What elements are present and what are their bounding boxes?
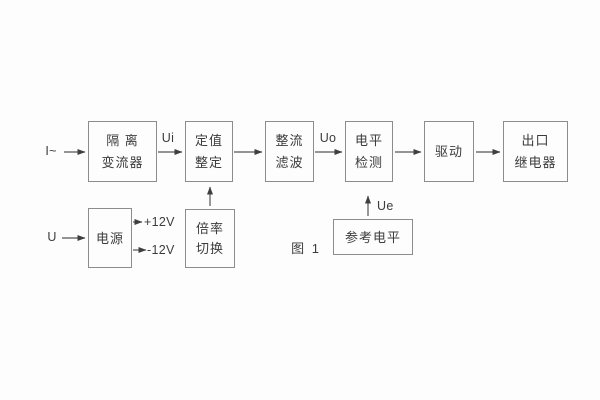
block-driver: 驱动 [424, 121, 474, 182]
voltage-input-label: U [47, 230, 57, 244]
signal-ui-label: Ui [161, 131, 175, 145]
block-level-detect: 电平 检测 [345, 121, 393, 182]
block-label: 整流 [275, 133, 304, 149]
block-label: 切换 [195, 241, 224, 257]
plus-12v-label: +12V [144, 215, 175, 229]
block-setting-adjust: 定值 整定 [185, 121, 233, 182]
block-label: 检测 [354, 154, 383, 170]
minus-12v-label: -12V [147, 243, 175, 257]
block-label: 出口 [521, 133, 550, 149]
block-output-relay: 出口 继电器 [503, 121, 568, 182]
block-label: 倍率 [195, 220, 224, 236]
block-isolation-transformer: 隔 离 变流器 [88, 121, 157, 182]
block-power-supply: 电源 [88, 208, 132, 268]
current-input-label: I~ [45, 144, 57, 158]
block-ratio-switch: 倍率 切换 [185, 209, 235, 268]
block-rectifier-filter: 整流 滤波 [265, 121, 314, 182]
block-label: 定值 [194, 133, 223, 149]
block-label: 隔 离 [106, 133, 139, 149]
block-label: 继电器 [514, 154, 557, 170]
signal-ue-label: Ue [377, 199, 394, 213]
signal-uo-label: Uo [319, 131, 337, 145]
block-label: 变流器 [101, 154, 144, 170]
block-label: 电源 [95, 230, 124, 246]
figure-caption: 图 1 [291, 241, 321, 256]
block-label: 整定 [194, 154, 223, 170]
block-label: 驱动 [434, 144, 463, 159]
block-label: 参考电平 [344, 229, 401, 245]
block-label: 滤波 [275, 154, 304, 170]
block-label: 电平 [354, 133, 383, 149]
block-reference-level: 参考电平 [333, 219, 413, 255]
